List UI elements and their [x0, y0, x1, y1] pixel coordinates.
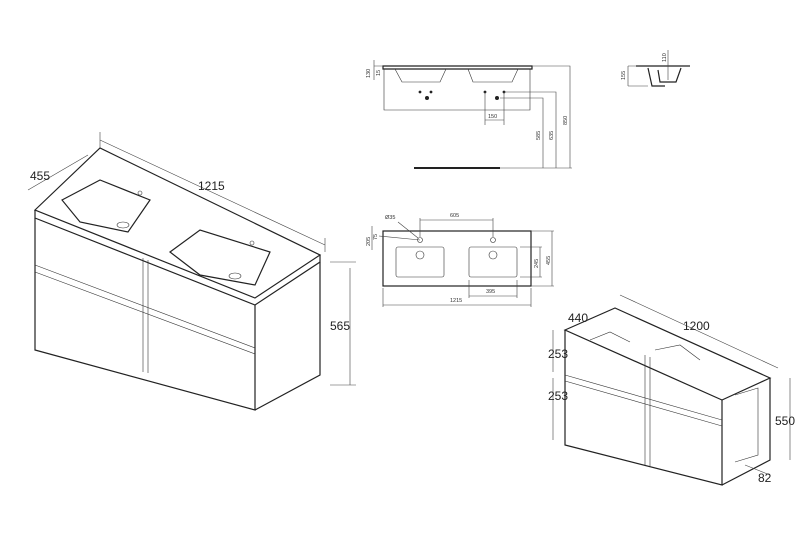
dim-bowl-width: 395 — [486, 289, 495, 295]
dim-depth: 455 — [30, 169, 50, 183]
dim-offset-a: 205 — [366, 237, 372, 246]
dim-cab-side: 82 — [758, 471, 772, 485]
right-basin — [168, 229, 271, 286]
dim-bowl-depth: 245 — [534, 259, 540, 268]
dim-plan-width: 1215 — [450, 298, 462, 304]
dim-thickness: 130 — [366, 69, 372, 78]
front-view: 150 130 15 585 635 850 — [366, 60, 572, 169]
dim-tap-spacing: 150 — [488, 114, 497, 120]
dim-tap-hole: Ø35 — [385, 215, 395, 221]
left-basin — [61, 179, 151, 233]
dim-cab-depth: 440 — [568, 311, 588, 325]
dim-h2: 635 — [549, 131, 555, 140]
dim-section-bowl: 110 — [662, 53, 668, 62]
iso-cabinet-right: 440 1200 253 253 550 82 — [548, 294, 795, 486]
dim-rim: 15 — [376, 70, 382, 76]
dim-centers: 605 — [450, 213, 459, 219]
dim-width: 1215 — [198, 179, 225, 193]
dim-height: 565 — [330, 319, 350, 333]
dim-drawer-bottom: 253 — [548, 389, 568, 403]
plan-view: Ø35 605 395 1215 205 75 245 455 — [366, 213, 554, 307]
dim-section-depth: 155 — [621, 71, 627, 80]
dim-cab-width: 1200 — [683, 319, 710, 333]
dim-offset-b: 75 — [373, 234, 379, 240]
dim-h3: 850 — [563, 116, 569, 125]
dim-h1: 585 — [536, 131, 542, 140]
dim-drawer-top: 253 — [548, 347, 568, 361]
iso-vanity-left: 455 1215 565 — [27, 132, 356, 411]
section-view: 155 110 — [621, 50, 690, 87]
dim-cab-height: 550 — [775, 414, 795, 428]
dim-plan-depth: 455 — [546, 256, 552, 265]
